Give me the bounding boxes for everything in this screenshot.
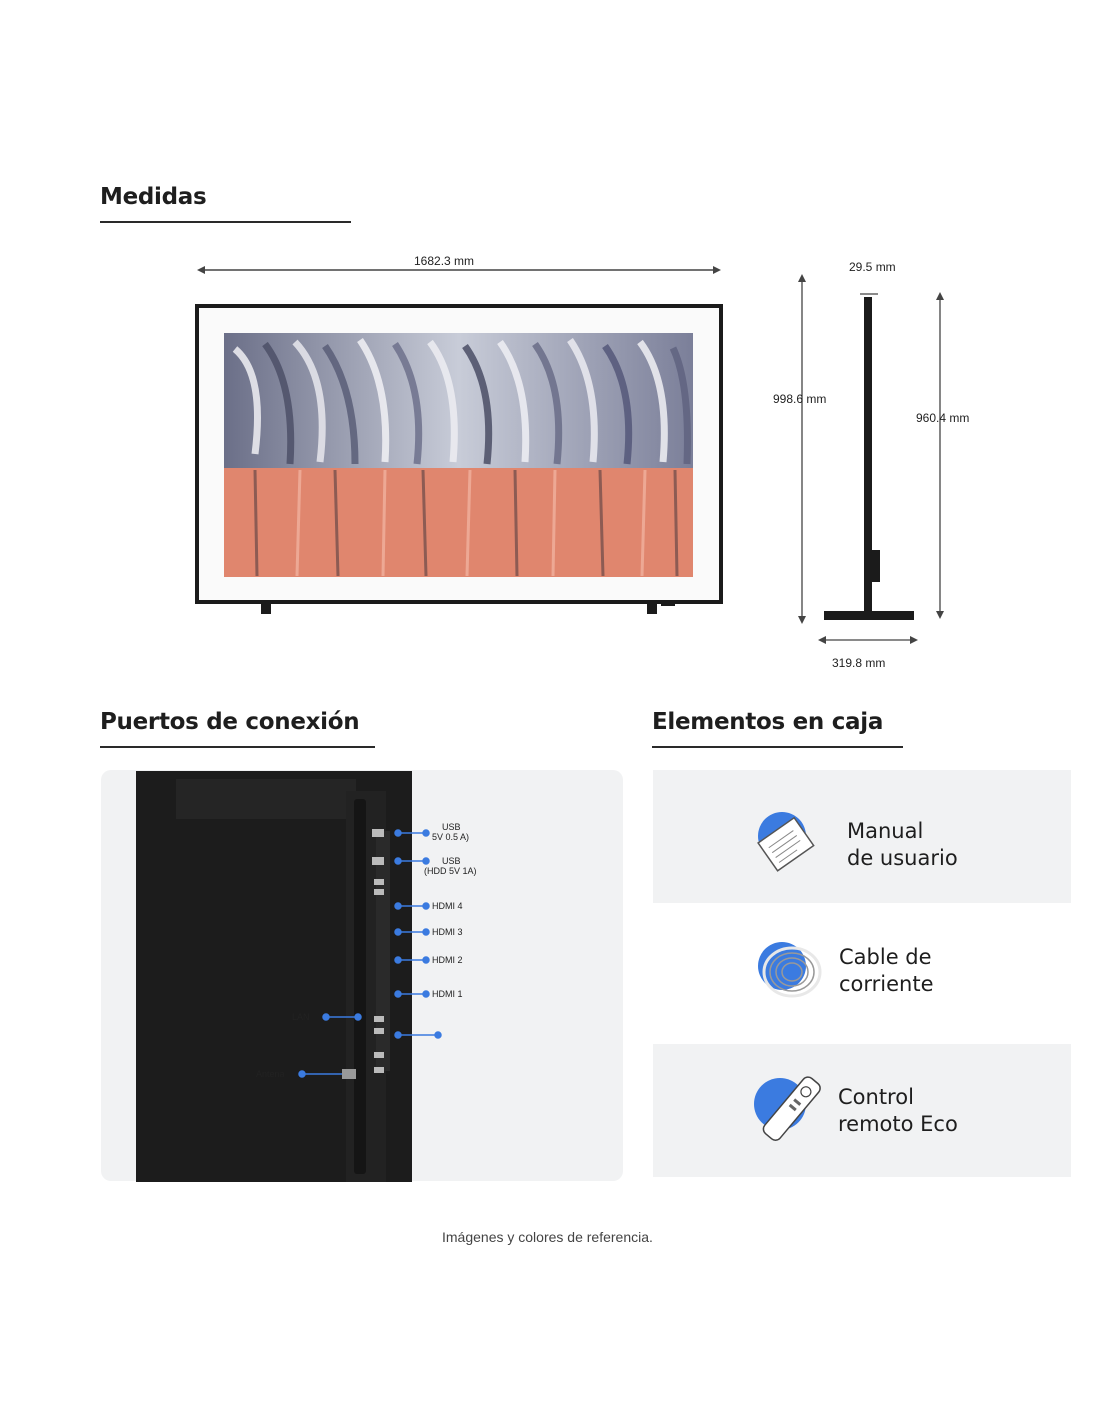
manual-icon	[757, 812, 815, 872]
box-item-remote-label: Control remoto Eco	[838, 1084, 958, 1138]
port-usb2-label: USB (HDD 5V 1A)	[424, 856, 477, 876]
tv-front-illustration	[195, 304, 723, 614]
ports-title: Puertos de conexión	[100, 709, 360, 735]
ports-title-underline	[100, 746, 375, 748]
width-dimension: 1682.3 mm	[414, 254, 475, 268]
box-item-manual-line2: de usuario	[847, 846, 958, 870]
tv-back-panel-illustration	[136, 771, 412, 1182]
port-usb1-line2: 5V 0.5 A)	[432, 832, 470, 842]
box-item-manual-label: Manual de usuario	[847, 818, 958, 872]
port-antenna-label: Antena	[256, 1069, 285, 1079]
tv-side-illustration	[798, 274, 944, 644]
box-item-cable-label: Cable de corriente	[839, 944, 934, 998]
box-item-remote	[653, 1044, 1071, 1177]
measures-title: Medidas	[100, 184, 207, 210]
port-usb1-label: USB 5V 0.5 A)	[432, 822, 469, 842]
box-item-remote-line2: remoto Eco	[838, 1112, 958, 1136]
box-item-manual-line1: Manual	[847, 819, 924, 843]
width-arrow	[197, 266, 721, 274]
box-item-cable-line2: corriente	[839, 972, 934, 996]
total-height-dimension: 998.6 mm	[773, 392, 827, 406]
port-usb1-line1: USB	[442, 822, 461, 832]
stand-depth-dimension: 319.8 mm	[832, 656, 886, 670]
power-cable-icon	[758, 942, 822, 998]
port-hdmi3-label: HDMI 3	[432, 927, 463, 937]
box-item-cable-line1: Cable de	[839, 945, 932, 969]
box-item-remote-line1: Control	[838, 1085, 914, 1109]
box-title: Elementos en caja	[652, 709, 884, 735]
measures-title-underline	[100, 221, 351, 223]
box-item-manual	[653, 770, 1071, 903]
port-hdmi4-label: HDMI 4	[432, 901, 463, 911]
box-title-underline	[652, 746, 903, 748]
port-hdmi1-label: HDMI 1	[432, 989, 463, 999]
port-hdmi2-label: HDMI 2	[432, 955, 463, 965]
port-usb2-line2: (HDD 5V 1A)	[424, 866, 477, 876]
reference-disclaimer: Imágenes y colores de referencia.	[442, 1229, 653, 1245]
remote-control-icon	[754, 1076, 821, 1141]
port-lan-label: LAN	[292, 1012, 310, 1022]
tv-front	[195, 304, 723, 614]
port-connectors	[412, 829, 442, 1039]
port-usb2-line1: USB	[442, 856, 461, 866]
panel-height-dimension: 960.4 mm	[916, 411, 970, 425]
depth-top-dimension: 29.5 mm	[849, 260, 896, 274]
